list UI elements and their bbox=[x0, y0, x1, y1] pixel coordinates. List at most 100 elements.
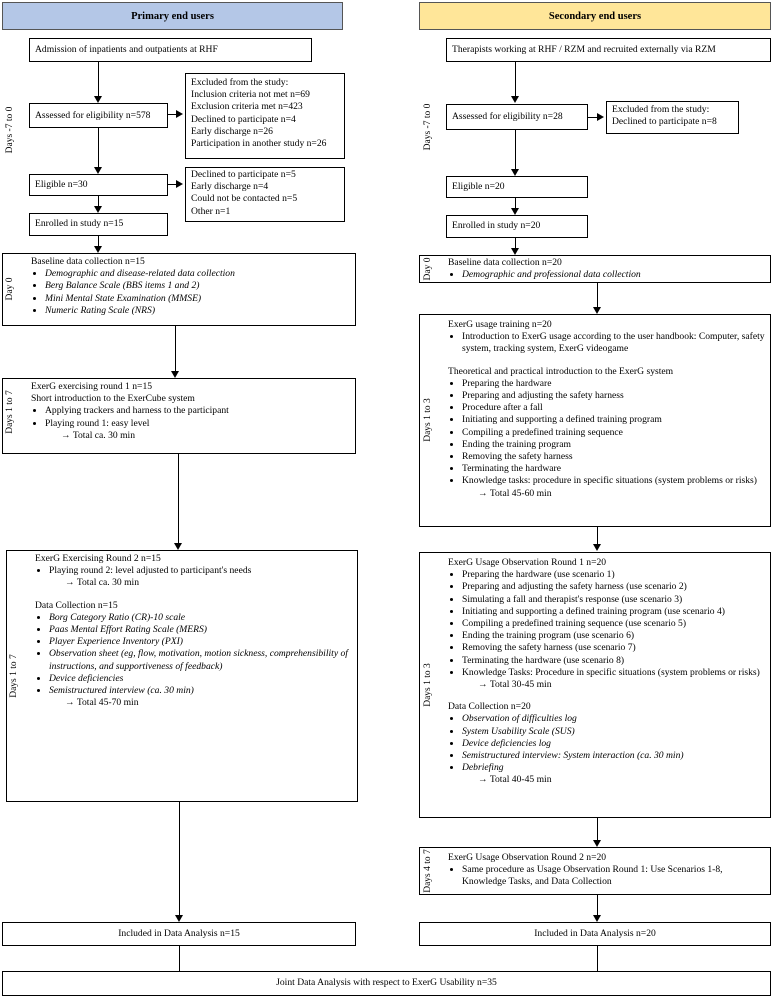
arrow bbox=[593, 840, 601, 847]
arrow bbox=[94, 206, 102, 213]
admission-box: Admission of inpatients and outpatients … bbox=[29, 38, 312, 62]
datacol-item: Semistructured interview (ca. 30 min) bbox=[49, 685, 352, 697]
datacol-item: Semistructured interview: System interac… bbox=[462, 750, 765, 762]
arrow bbox=[176, 110, 183, 118]
training-item: Terminating the hardware bbox=[462, 463, 765, 475]
training-subtitle: Theoretical and practical introduction t… bbox=[448, 365, 674, 377]
datacol-total: → Total 40-45 min bbox=[478, 774, 552, 786]
baseline-item: Demographic and professional data collec… bbox=[462, 269, 765, 281]
therapists-text: Therapists working at RHF / RZM and recr… bbox=[452, 44, 716, 55]
day-label: Days 1 to 7 bbox=[9, 654, 19, 698]
round1-intro: Short introduction to the ExerCube syste… bbox=[31, 393, 195, 405]
datacol-item: Device deficiencies bbox=[49, 673, 352, 685]
training-total: → Total 45-60 min bbox=[478, 487, 552, 499]
eligible-box: Eligible n=30 bbox=[29, 174, 168, 196]
baseline-item: Mini Mental State Examination (MMSE) bbox=[45, 293, 350, 305]
baseline-title: Baseline data collection n=20 bbox=[448, 257, 562, 268]
obs1-item: Initiating and supporting a defined trai… bbox=[462, 606, 765, 618]
enrolled-text: Enrolled in study n=20 bbox=[452, 220, 541, 231]
enrolled-box: Enrolled in study n=15 bbox=[29, 213, 168, 236]
baseline-box: Baseline data collection n=15 Demographi… bbox=[2, 253, 356, 326]
assessed-box: Assessed for eligibility n=28 bbox=[446, 104, 588, 130]
datacol-total: → Total 45-70 min bbox=[65, 697, 139, 709]
obs1-item: Ending the training program (use scenari… bbox=[462, 630, 765, 642]
day-label: Days -7 to 0 bbox=[423, 103, 433, 151]
datacol-item: Observation sheet (eg, flow, motivation,… bbox=[49, 648, 352, 672]
analysis-box-secondary: Included in Data Analysis n=20 bbox=[419, 922, 771, 946]
datacol-item: Observation of difficulties log bbox=[462, 713, 765, 725]
eligible-box: Eligible n=20 bbox=[446, 176, 588, 198]
analysis-box-primary: Included in Data Analysis n=15 bbox=[2, 922, 356, 946]
enrolled-box: Enrolled in study n=20 bbox=[446, 215, 588, 238]
assessed-text: Assessed for eligibility n=578 bbox=[35, 110, 151, 121]
training-item: Knowledge tasks: procedure in specific s… bbox=[462, 475, 765, 487]
baseline-item: Numeric Rating Scale (NRS) bbox=[45, 305, 350, 317]
round2-box: ExerG Exercising Round 2 n=15 Playing ro… bbox=[6, 550, 358, 802]
day-label: Days 4 to 7 bbox=[423, 849, 433, 893]
round2-title: ExerG Exercising Round 2 n=15 bbox=[35, 553, 161, 564]
arrow bbox=[511, 208, 519, 215]
datacol-title: Data Collection n=20 bbox=[448, 701, 531, 713]
excluded-line: Participation in another study n=26 bbox=[191, 138, 327, 150]
obs1-box: ExerG Usage Observation Round 1 n=20 Pre… bbox=[419, 552, 771, 818]
arrow bbox=[597, 113, 604, 121]
training-item: Compiling a predefined training sequence bbox=[462, 427, 765, 439]
arrow bbox=[171, 371, 179, 378]
training-title: ExerG usage training n=20 bbox=[448, 319, 552, 330]
datacol-item: Paas Mental Effort Rating Scale (MERS) bbox=[49, 624, 352, 636]
training-item: Introduction to ExerG usage according to… bbox=[462, 331, 765, 355]
day-label: Days 1 to 7 bbox=[5, 390, 15, 434]
obs2-item: Same procedure as Usage Observation Roun… bbox=[462, 864, 765, 888]
round2-total: → Total ca. 30 min bbox=[65, 577, 140, 589]
excluded-line: Excluded from the study: bbox=[191, 77, 289, 88]
obs1-item: Terminating the hardware (use scenario 8… bbox=[462, 655, 765, 667]
round1-title: ExerG exercising round 1 n=15 bbox=[31, 381, 153, 392]
obs1-item: Removing the safety harness (use scenari… bbox=[462, 642, 765, 654]
obs2-box: ExerG Usage Observation Round 2 n=20 Sam… bbox=[419, 847, 771, 895]
excluded-box-1: Excluded from the study: Inclusion crite… bbox=[185, 73, 345, 159]
round1-total: → Total ca. 30 min bbox=[61, 429, 136, 441]
excluded-line: Exclusion criteria met n=423 bbox=[191, 101, 303, 113]
training-box: ExerG usage training n=20 Introduction t… bbox=[419, 314, 771, 527]
excluded-line: Declined to participate n=4 bbox=[191, 113, 296, 125]
datacol-item: Debriefing bbox=[462, 762, 765, 774]
obs1-item: Preparing the hardware (use scenario 1) bbox=[462, 569, 765, 581]
secondary-header: Secondary end users bbox=[419, 2, 771, 30]
round2-item: Playing round 2: level adjusted to parti… bbox=[49, 565, 352, 577]
obs2-title: ExerG Usage Observation Round 2 n=20 bbox=[448, 852, 607, 863]
obs1-item: Knowledge Tasks: Procedure in specific s… bbox=[462, 667, 765, 679]
arrow bbox=[174, 543, 182, 550]
excluded-box: Excluded from the study: Declined to par… bbox=[606, 101, 739, 134]
datacol-item: Borg Category Ratio (CR)-10 scale bbox=[49, 612, 352, 624]
admission-text: Admission of inpatients and outpatients … bbox=[35, 44, 218, 55]
eligible-text: Eligible n=20 bbox=[452, 181, 505, 192]
obs1-item: Compiling a predefined training sequence… bbox=[462, 618, 765, 630]
round1-item: Applying trackers and harness to the par… bbox=[45, 405, 350, 417]
training-item: Preparing and adjusting the safety harne… bbox=[462, 390, 765, 402]
arrow bbox=[593, 307, 601, 314]
round1-box: ExerG exercising round 1 n=15 Short intr… bbox=[2, 378, 356, 454]
primary-header: Primary end users bbox=[2, 2, 343, 30]
obs1-item: Preparing and adjusting the safety harne… bbox=[462, 581, 765, 593]
day-label: Day 0 bbox=[5, 277, 15, 301]
obs1-title: ExerG Usage Observation Round 1 n=20 bbox=[448, 557, 607, 568]
arrow bbox=[94, 96, 102, 103]
arrow bbox=[511, 96, 519, 103]
baseline-item: Demographic and disease-related data col… bbox=[45, 268, 350, 280]
arrow bbox=[175, 915, 183, 922]
arrow bbox=[94, 167, 102, 174]
excluded-line: Excluded from the study: bbox=[612, 104, 710, 115]
joint-analysis-box: Joint Data Analysis with respect to Exer… bbox=[2, 971, 771, 996]
baseline-item: Berg Balance Scale (BBS items 1 and 2) bbox=[45, 280, 350, 292]
training-item: Procedure after a fall bbox=[462, 402, 765, 414]
arrow bbox=[511, 169, 519, 176]
day-label: Days 1 to 3 bbox=[423, 398, 433, 442]
obs1-total: → Total 30-45 min bbox=[478, 679, 552, 691]
obs1-item: Simulating a fall and therapist's respon… bbox=[462, 594, 765, 606]
excluded-line: Inclusion criteria not met n=69 bbox=[191, 89, 310, 101]
baseline-title: Baseline data collection n=15 bbox=[31, 256, 145, 267]
assessed-box: Assessed for eligibility n=578 bbox=[29, 103, 168, 128]
training-item: Ending the training program bbox=[462, 439, 765, 451]
day-label: Days 1 to 3 bbox=[423, 663, 433, 707]
datacol-item: Device deficiencies log bbox=[462, 738, 765, 750]
